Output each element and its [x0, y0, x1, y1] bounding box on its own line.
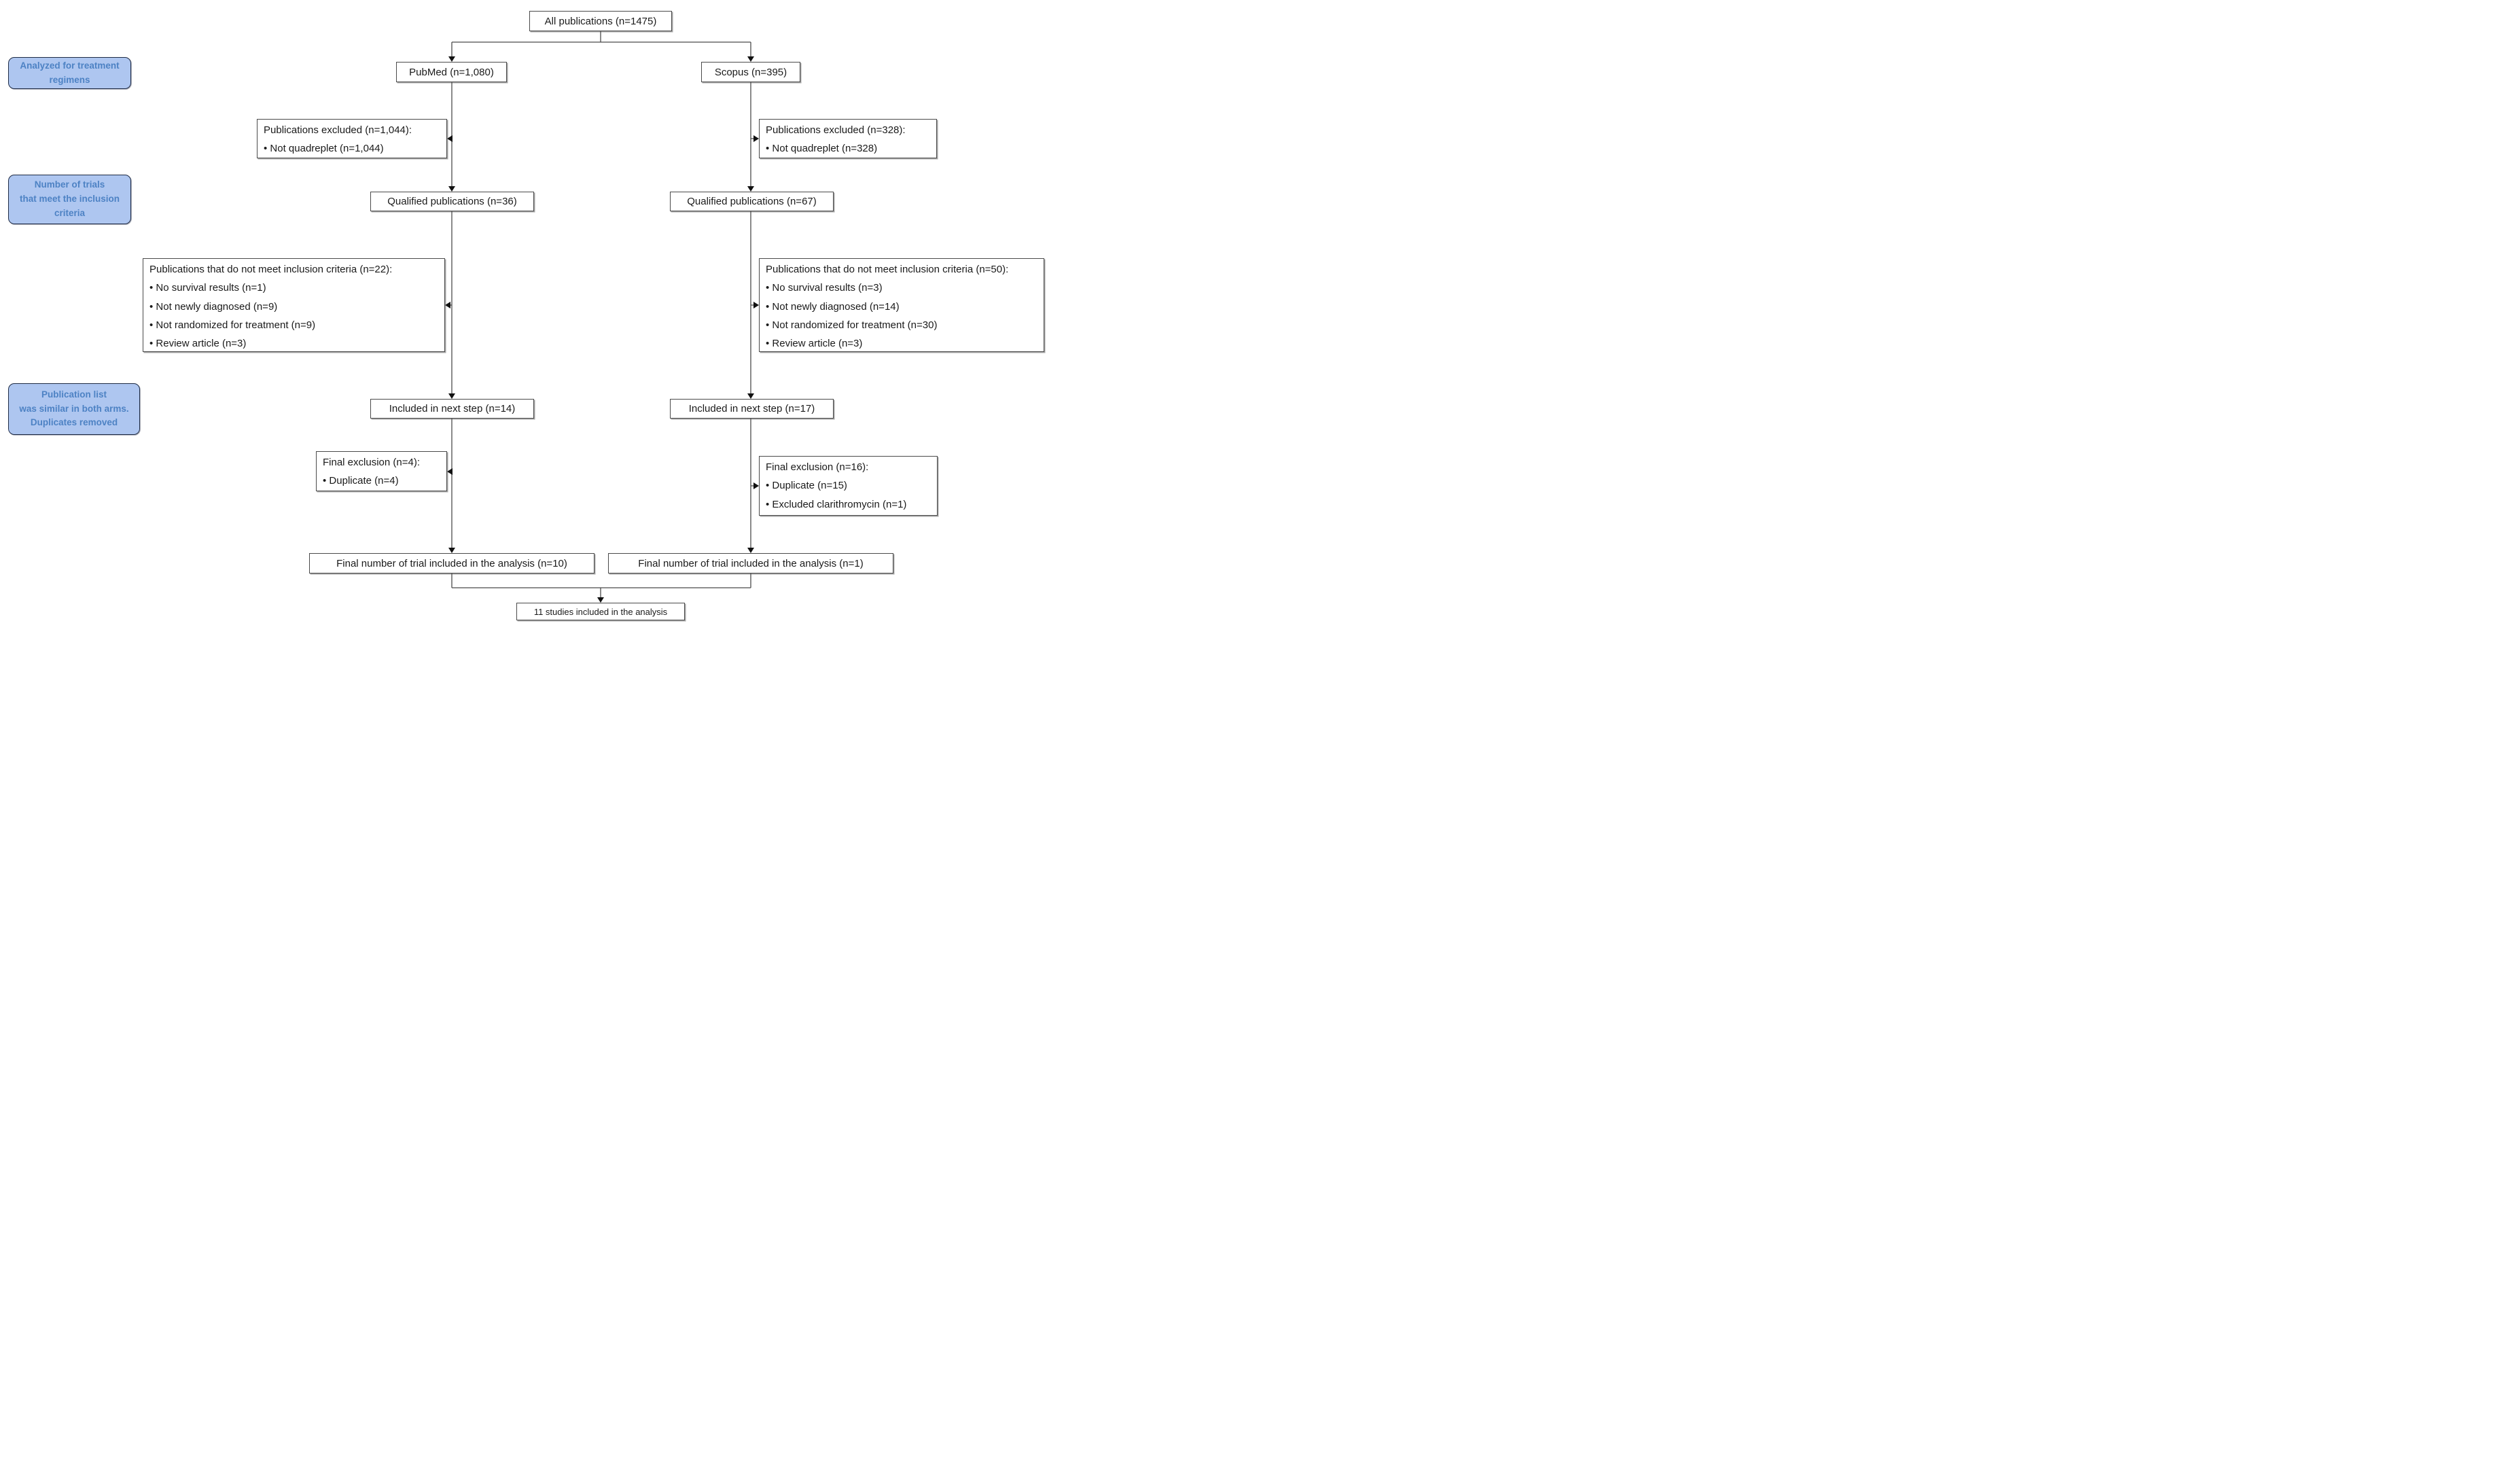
node-pubmed: PubMed (n=1,080): [396, 62, 507, 82]
criteria-bullet: Not randomized for treatment (n=9): [149, 316, 438, 334]
criteria-bullet: Not newly diagnosed (n=14): [766, 298, 1037, 316]
node-scopus-final-number: Final number of trial included in the an…: [608, 553, 893, 573]
criteria-bullet: Not randomized for treatment (n=30): [766, 316, 1037, 334]
criteria-bullet: No survival results (n=1): [149, 279, 438, 297]
criteria-bullet: No survival results (n=3): [766, 279, 1037, 297]
node-scopus-included-next-step: Included in next step (n=17): [670, 399, 834, 419]
node-pubmed-not-meeting-criteria: Publications that do not meet inclusion …: [143, 258, 445, 352]
connector-lines: [445, 31, 759, 603]
callout-duplicates-removed: Publication list was similar in both arm…: [8, 383, 140, 435]
node-scopus-not-meeting-criteria: Publications that do not meet inclusion …: [759, 258, 1044, 352]
callout-inclusion-criteria: Number of trials that meet the inclusion…: [8, 175, 131, 224]
criteria-title: Publications that do not meet inclusion …: [149, 264, 393, 275]
node-pubmed-included-next-step: Included in next step (n=14): [370, 399, 534, 419]
node-pubmed-excluded: Publications excluded (n=1,044): Not qua…: [257, 119, 447, 158]
final-exclusion-bullet: Duplicate (n=15): [766, 476, 931, 495]
criteria-bullet: Review article (n=3): [766, 334, 1037, 353]
node-scopus-final-exclusion: Final exclusion (n=16): Duplicate (n=15)…: [759, 456, 938, 516]
final-exclusion-bullet: Duplicate (n=4): [323, 472, 440, 490]
criteria-bullet: Not newly diagnosed (n=9): [149, 298, 438, 316]
excluded-title: Publications excluded (n=328):: [766, 124, 906, 136]
excluded-bullet: Not quadreplet (n=1,044): [264, 139, 440, 158]
final-exclusion-title: Final exclusion (n=16):: [766, 461, 869, 473]
node-scopus: Scopus (n=395): [701, 62, 800, 82]
excluded-title: Publications excluded (n=1,044):: [264, 124, 412, 136]
node-pubmed-final-number: Final number of trial included in the an…: [309, 553, 594, 573]
callout-analyzed-for-treatment: Analyzed for treatment regimens: [8, 57, 131, 89]
node-all-publications: All publications (n=1475): [529, 11, 672, 31]
node-pubmed-qualified: Qualified publications (n=36): [370, 192, 534, 211]
flow-diagram: Analyzed for treatment regimens Number o…: [0, 0, 1046, 622]
final-exclusion-bullet: Excluded clarithromycin (n=1): [766, 495, 931, 514]
final-exclusion-title: Final exclusion (n=4):: [323, 457, 420, 468]
node-scopus-excluded: Publications excluded (n=328): Not quadr…: [759, 119, 937, 158]
criteria-bullet: Review article (n=3): [149, 334, 438, 353]
node-pubmed-final-exclusion: Final exclusion (n=4): Duplicate (n=4): [316, 451, 447, 491]
node-scopus-qualified: Qualified publications (n=67): [670, 192, 834, 211]
node-studies-included-result: 11 studies included in the analysis: [516, 603, 685, 620]
criteria-title: Publications that do not meet inclusion …: [766, 264, 1009, 275]
excluded-bullet: Not quadreplet (n=328): [766, 139, 930, 158]
